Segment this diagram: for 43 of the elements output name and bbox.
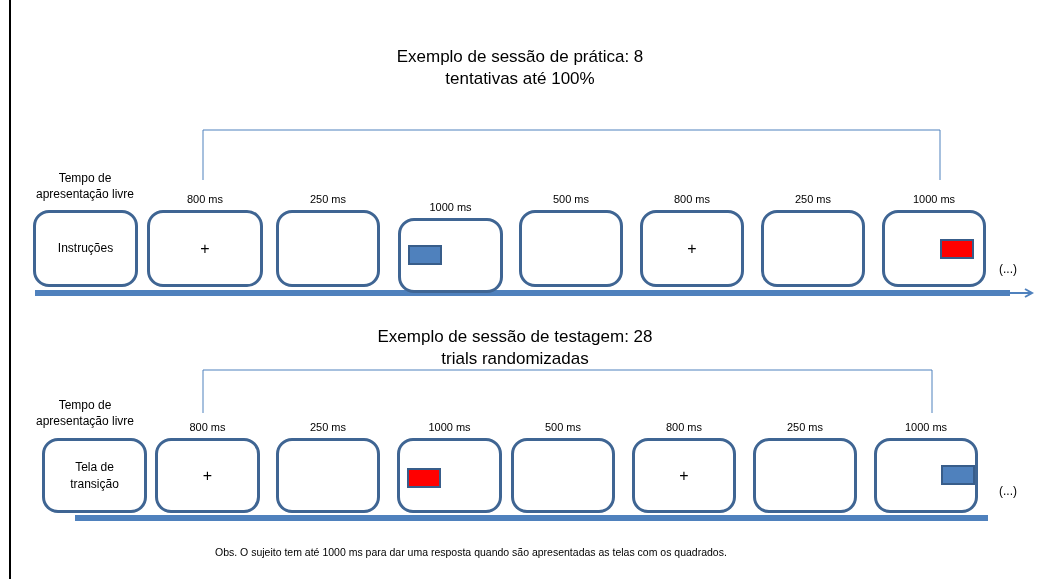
screen-text: + [679,465,689,486]
duration-label: 500 ms [551,192,591,207]
presentation-time-label: Tempo de apresentação livre [34,170,136,203]
screen-box [632,438,736,513]
duration-label: 250 ms [793,192,833,207]
blank-screen-box [276,210,380,287]
footnote: Obs. O sujeito tem até 1000 ms para dar uma resposta quando são apresentadas as telas com os quadrados. [215,545,728,560]
blank-screen-box [519,210,623,287]
blank-screen-box [753,438,857,513]
duration-label: 1000 ms [427,420,472,435]
duration-label: 800 ms [672,192,712,207]
duration-label: 250 ms [308,192,348,207]
screen-text: + [687,238,697,259]
blank-screen-box [882,210,986,287]
blank-screen-box [761,210,865,287]
blank-screen-box [397,438,502,513]
blank-screen-box [874,438,978,513]
blank-screen-box [398,218,503,293]
blank-screen-box [276,438,380,513]
screen-box [42,438,147,513]
section-heading: Exemplo de sessão de testagem: 28 trials randomizadas [376,326,654,371]
screen-box [640,210,744,287]
duration-label: 800 ms [188,420,227,435]
duration-label: 1000 ms [903,420,949,435]
duration-label: 800 ms [185,192,225,207]
duration-label: 250 ms [308,420,348,435]
screen-box [33,210,138,287]
screen-text: + [202,465,213,486]
section-heading: Exemplo de sessão de prática: 8 tentativas até 100% [395,46,645,91]
blank-screen-box [511,438,615,513]
presentation-time-label: Tempo de apresentação livre [34,397,136,430]
screen-text: Instruções [57,240,114,257]
duration-label: 1000 ms [428,200,473,215]
duration-label: 1000 ms [911,192,957,207]
continuation-mark: (...) [998,262,1018,278]
screen-text: Tela de transição [69,459,120,492]
continuation-mark: (...) [998,484,1018,500]
screen-box [155,438,260,513]
duration-label: 500 ms [543,420,583,435]
screen-text: + [200,238,210,259]
screen-box [147,210,263,287]
duration-label: 800 ms [664,420,704,435]
duration-label: 250 ms [785,420,825,435]
